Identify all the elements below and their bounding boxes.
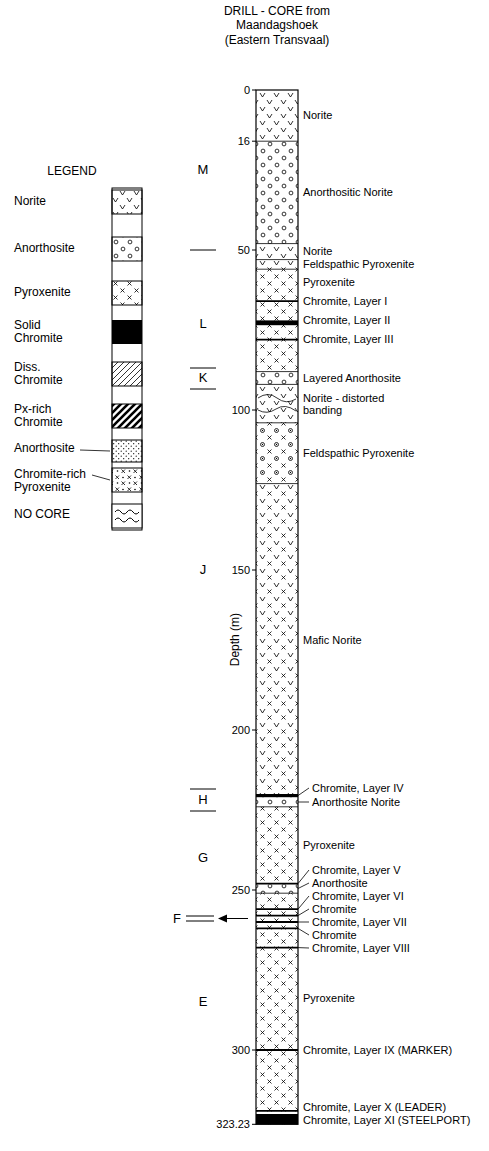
depth-value: 0	[244, 84, 250, 96]
unit-contacts	[256, 141, 298, 893]
anorthosite-swatch	[112, 237, 142, 261]
unit-label: Anorthositic Norite	[303, 186, 393, 198]
legend-text: Chromite-rich Pyroxenite	[14, 468, 98, 494]
layer-label: Chromite, Layer III	[303, 333, 393, 345]
legend-column	[80, 188, 142, 530]
unit-label: Norite	[303, 109, 332, 121]
norite-unit	[256, 90, 298, 141]
unit-label: Pyroxenite	[303, 839, 355, 851]
pyroxenite-unit	[256, 893, 298, 1124]
anorthosite-swatch	[112, 440, 142, 462]
layer-label: Chromite, Layer XI (STEELPORT)	[303, 1114, 470, 1126]
legend-text: Pyroxenite	[14, 286, 86, 299]
axis-title: Depth (m)	[229, 613, 242, 666]
core-column	[256, 90, 298, 1124]
zone-letter: J	[200, 563, 207, 577]
zone-letter: M	[198, 163, 209, 177]
legend-text: Px-rich Chromite	[14, 403, 86, 429]
legend-leader	[92, 475, 110, 480]
legend-text: NO CORE	[14, 508, 86, 521]
unit-label: Anorthosite Norite	[312, 796, 400, 808]
zone-letter: E	[199, 995, 208, 1009]
legend-heading: LEGEND	[47, 165, 96, 178]
legend-text: Solid Chromite	[14, 319, 86, 345]
leader-lines	[298, 788, 309, 948]
distorted-banding	[258, 395, 296, 413]
layer-label: Chromite, Layer VII	[312, 916, 407, 928]
layer-label: Chromite, Layer IV	[312, 782, 404, 794]
core-outline	[256, 90, 298, 1124]
legend-swatch	[112, 320, 142, 344]
diss-chromite-swatch	[112, 362, 142, 386]
anorthosite-unit	[256, 372, 298, 385]
title: DRILL - CORE from Maandagshoek (Eastern …	[212, 4, 342, 47]
chromite-rich-pyroxenite-swatch	[112, 468, 142, 492]
legend-leader	[80, 450, 110, 451]
depth-value: 300	[232, 1044, 250, 1056]
legend-text: Anorthosite	[14, 442, 86, 455]
unit-label: Pyroxenite	[303, 276, 355, 288]
chromite-layer	[256, 320, 298, 325]
no-core-swatch	[112, 504, 142, 528]
layer-label: Chromite	[312, 929, 357, 941]
unit-label: Anorthosite	[312, 877, 368, 889]
depth-value: 100	[232, 404, 250, 416]
px-rich-chromite-swatch	[112, 404, 142, 428]
depth-value: 200	[232, 724, 250, 736]
anorthositic-norite-unit	[256, 141, 298, 243]
zone-letter: K	[199, 371, 208, 385]
norite-swatch	[112, 190, 142, 214]
feldspathic-pyroxenite-unit	[256, 260, 298, 270]
pyroxenite-unit	[256, 807, 298, 884]
unit-label: Layered Anorthosite	[303, 372, 401, 384]
unit-label: Mafic Norite	[303, 634, 362, 646]
norite-unit	[256, 244, 298, 260]
legend-text: Anorthosite	[14, 242, 86, 255]
norite-unit	[256, 384, 298, 422]
unit-label: Norite	[303, 245, 332, 257]
chromite-lines	[256, 301, 298, 1111]
layer-label: Chromite, Layer IX (MARKER)	[303, 1044, 452, 1056]
feldspathic-pyroxenite-unit	[256, 423, 298, 484]
depth-value: 16	[238, 135, 250, 147]
depth-value: 150	[232, 564, 250, 576]
mafic-norite-unit	[256, 484, 298, 794]
zone-letter: F	[173, 912, 181, 926]
unit-label: Norite - distorted banding	[303, 392, 403, 416]
zone-letter: G	[198, 851, 208, 865]
unit-label: Feldspathic Pyroxenite	[303, 447, 414, 459]
pyroxenite-swatch	[112, 281, 142, 305]
layer-label: Chromite, Layer I	[303, 295, 387, 307]
legend-frame	[112, 188, 142, 530]
unit-label: Pyroxenite	[303, 992, 355, 1004]
layer-label: Chromite	[312, 903, 357, 915]
pyroxenite-unit	[256, 269, 298, 371]
arrow-head	[218, 915, 227, 923]
layer-label: Chromite, Layer X (LEADER)	[303, 1101, 446, 1113]
chromite-layer	[256, 1114, 298, 1124]
zone-letter: L	[199, 317, 206, 331]
no-core-wave	[115, 510, 139, 522]
depth-value: 50	[238, 244, 250, 256]
layer-label: Chromite, Layer II	[303, 314, 390, 326]
depth-ticks	[252, 90, 256, 1124]
legend-text: Diss. Chromite	[14, 361, 86, 387]
zone-letter: H	[198, 793, 207, 807]
layer-label: Chromite, Layer VI	[312, 890, 404, 902]
anorthosite-norite-unit	[256, 797, 298, 807]
anorthosite-unit	[256, 884, 298, 893]
chromite-layer	[256, 794, 298, 797]
depth-value: 250	[232, 884, 250, 896]
legend-text: Norite	[14, 195, 86, 208]
depth-value: 323.23	[216, 1118, 250, 1130]
unit-label: Feldspathic Pyroxenite	[303, 258, 414, 270]
zone-markers	[186, 250, 248, 921]
layer-label: Chromite, Layer V	[312, 864, 401, 876]
layer-label: Chromite, Layer VIII	[312, 942, 410, 954]
